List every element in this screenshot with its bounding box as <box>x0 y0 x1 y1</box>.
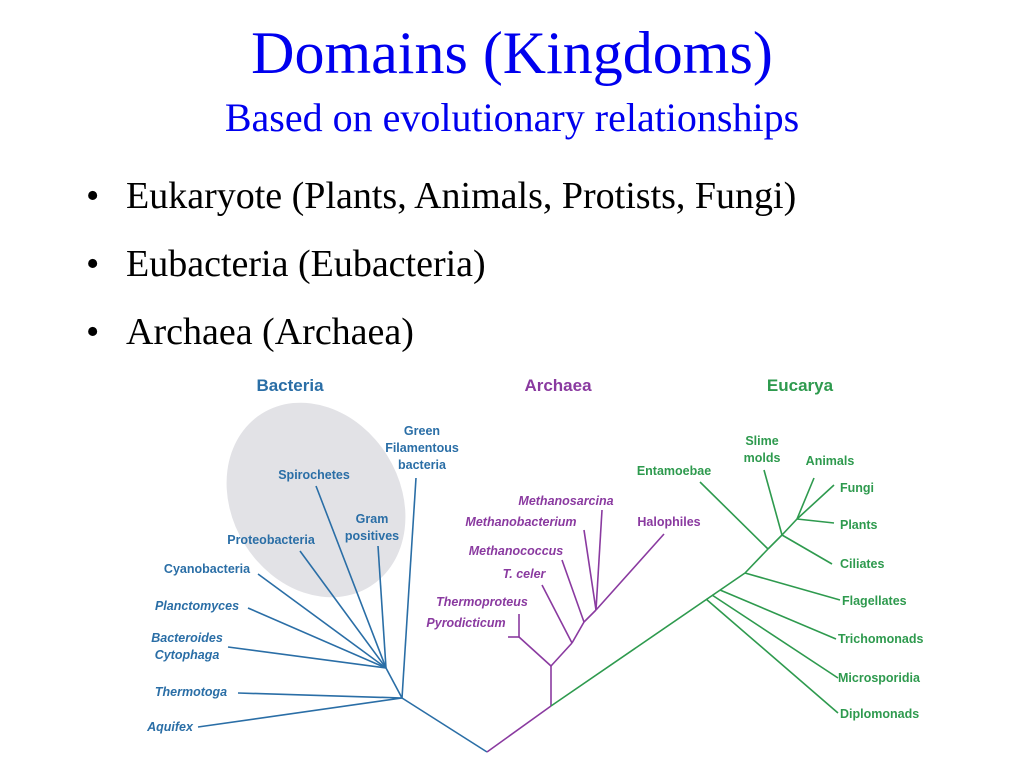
branch-archaea-right <box>550 642 573 667</box>
header-bacteria: Bacteria <box>256 376 324 395</box>
bacteria-labels: Green Filamentous bacteria Spirochetes G… <box>146 424 459 734</box>
branch-root-archaea <box>486 705 552 753</box>
archaea-labels: Methanosarcina Methanobacterium Halophil… <box>426 494 700 630</box>
branch-mid2 <box>583 609 597 623</box>
label-bacteroides-2: Cytophaga <box>155 648 220 662</box>
branch-planctomyces <box>247 607 387 669</box>
header-eucarya: Eucarya <box>767 376 834 395</box>
label-methanococcus: Methanococcus <box>469 544 564 558</box>
label-gram-1: Gram <box>356 512 389 526</box>
slide-title: Domains (Kingdoms) <box>251 20 773 86</box>
branch-ciliates <box>781 534 833 565</box>
label-microsporidia: Microsporidia <box>838 671 921 685</box>
branch-methanococcus <box>561 559 585 623</box>
branch-eucarya-upper <box>744 548 769 574</box>
bullet-item: • Eukaryote (Plants, Animals, Protists, F… <box>86 170 796 238</box>
archaea-branches <box>486 509 665 753</box>
eucarya-branches <box>550 469 841 714</box>
label-methanobacterium: Methanobacterium <box>465 515 576 529</box>
branch-root-bacteria <box>401 697 488 753</box>
eucarya-labels: Entamoebae Slime molds Animals Fungi Pla… <box>637 434 924 721</box>
label-halophiles: Halophiles <box>637 515 700 529</box>
bullet-text: Archaea (Archaea) <box>126 311 414 353</box>
branch-internal <box>385 667 403 699</box>
branch-root-eucarya <box>550 572 746 707</box>
branch-mid <box>571 621 585 644</box>
label-diplomonads: Diplomonads <box>840 707 919 721</box>
label-gram-2: positives <box>345 529 399 543</box>
label-green-1: Green <box>404 424 440 438</box>
branch-cyanobacteria <box>257 573 387 669</box>
branch-slime-molds <box>763 469 783 536</box>
bullet-item: • Eubacteria (Eubacteria) <box>86 238 796 306</box>
branch-gram-positives <box>377 545 387 669</box>
branch-green-filamentous <box>401 477 417 699</box>
branch-crown <box>767 534 783 550</box>
label-entamoebae: Entamoebae <box>637 464 711 478</box>
branch-fungi <box>796 484 835 520</box>
label-flagellates: Flagellates <box>842 594 907 608</box>
header-archaea: Archaea <box>524 376 592 395</box>
label-slime-1: Slime <box>745 434 778 448</box>
label-trichomonads: Trichomonads <box>838 632 923 646</box>
branch-methanobacterium <box>583 529 597 611</box>
label-aquifex: Aquifex <box>146 720 194 734</box>
branch-methanosarcina <box>595 509 603 611</box>
branch-crown2 <box>781 518 798 536</box>
label-tceler: T. celer <box>503 567 547 581</box>
branch-entamoebae <box>699 481 769 550</box>
branch-plants <box>796 518 835 524</box>
label-cyanobacteria: Cyanobacteria <box>164 562 251 576</box>
branch-flagellates <box>744 572 841 601</box>
label-plants: Plants <box>840 518 878 532</box>
branch-spirochetes <box>315 485 387 669</box>
label-pyrodicticum: Pyrodicticum <box>426 616 505 630</box>
label-thermotoga: Thermotoga <box>155 685 227 699</box>
label-fungi: Fungi <box>840 481 874 495</box>
bullet-dot-icon: • <box>86 311 100 353</box>
branch-archaea-left <box>518 636 552 667</box>
branch-diplomonads <box>705 598 839 714</box>
label-ciliates: Ciliates <box>840 557 885 571</box>
branch-bacteroides <box>227 646 387 669</box>
label-green-2: Filamentous <box>385 441 459 455</box>
bullet-dot-icon: • <box>86 243 100 285</box>
branch-tceler <box>541 584 573 644</box>
branch-trichomonads <box>719 589 837 640</box>
bullet-list: • Eukaryote (Plants, Animals, Protists, F… <box>86 170 796 374</box>
branch-microsporidia <box>711 594 839 679</box>
label-proteobacteria: Proteobacteria <box>227 533 316 547</box>
bacteria-branches <box>197 477 488 753</box>
label-methanosarcina: Methanosarcina <box>518 494 613 508</box>
label-thermoproteus: Thermoproteus <box>436 595 528 609</box>
label-bacteroides-1: Bacteroides <box>151 631 223 645</box>
label-planctomyces: Planctomyces <box>155 599 239 613</box>
branch-halophiles <box>595 533 665 611</box>
label-green-3: bacteria <box>398 458 447 472</box>
branch-thermotoga <box>237 692 403 699</box>
bullet-dot-icon: • <box>86 175 100 217</box>
bullet-text: Eukaryote (Plants, Animals, Protists, Fu… <box>126 175 797 217</box>
bullet-item: • Archaea (Archaea) <box>86 306 796 374</box>
label-animals: Animals <box>806 454 855 468</box>
slide-subtitle: Based on evolutionary relationships <box>224 95 800 140</box>
bullet-text: Eubacteria (Eubacteria) <box>126 243 486 285</box>
branch-aquifex <box>197 697 403 728</box>
label-slime-2: molds <box>744 451 781 465</box>
branch-proteobacteria <box>299 550 387 669</box>
branch-animals <box>796 477 815 520</box>
highlight-ellipse <box>226 402 406 598</box>
label-spirochetes: Spirochetes <box>278 468 350 482</box>
